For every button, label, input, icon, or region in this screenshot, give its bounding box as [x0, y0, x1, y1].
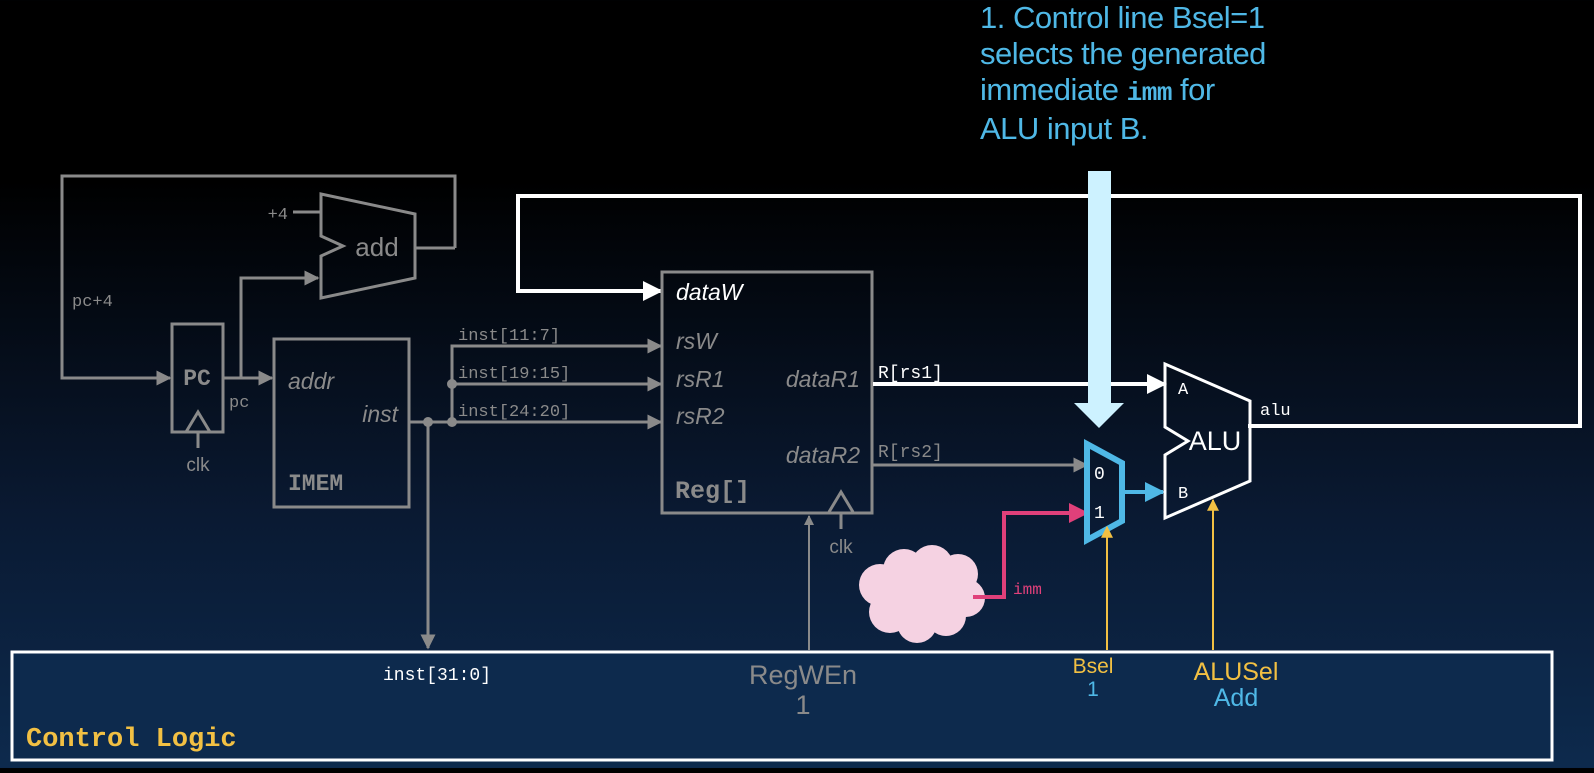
control-logic-title: Control Logic — [26, 725, 237, 755]
control-inst-label: inst[31:0] — [383, 666, 491, 686]
pc-clock-triangle — [184, 409, 212, 433]
pc-plus4-label: pc+4 — [72, 293, 113, 312]
inst-junction-dot — [423, 417, 433, 427]
inst-rs2-label: inst[24:20] — [458, 403, 570, 422]
imem-addr-label: addr — [288, 368, 335, 394]
mux-in1-label: 1 — [1094, 504, 1105, 524]
regwen-label: RegWEn — [749, 660, 857, 690]
inst-rd-label: inst[11:7] — [458, 327, 560, 346]
regfile-rsR2-label: rsR2 — [676, 403, 725, 429]
callout-text: 1. Control line Bsel=1 selects the gener… — [980, 0, 1340, 147]
r-rs1-label: R[rs1] — [878, 364, 943, 384]
pc-clk-label: clk — [186, 455, 210, 476]
inst-rs1-dot — [447, 379, 457, 389]
regfile-rsW-label: rsW — [676, 328, 719, 354]
regfile-rsR1-label: rsR1 — [676, 366, 725, 392]
regfile-dataW-label: dataW — [676, 279, 745, 305]
regwen-value: 1 — [795, 690, 810, 720]
highlight-arrow-icon — [1074, 171, 1124, 428]
callout-line-3-prefix: immediate — [980, 72, 1127, 107]
callout-line-2: selects the generated — [980, 36, 1266, 71]
bsel-label: Bsel — [1073, 655, 1114, 678]
mux-in0-label: 0 — [1094, 465, 1105, 485]
callout-line-4: ALU input B. — [980, 111, 1149, 146]
pc-to-adder-wire — [239, 270, 320, 378]
imm-label: imm — [1013, 581, 1042, 599]
alusel-value: Add — [1214, 684, 1258, 712]
bsel-value: 1 — [1087, 678, 1099, 701]
register-file — [660, 270, 874, 515]
alusel-label: ALUSel — [1194, 658, 1279, 686]
imm-gen-cloud — [859, 545, 985, 643]
r-rs2-label: R[rs2] — [878, 443, 943, 463]
callout-imm-code: imm — [1126, 78, 1173, 108]
imem-inst-label: inst — [362, 401, 399, 427]
pc-label: PC — [183, 366, 211, 392]
inst-rd-wire — [450, 338, 663, 422]
imem-name: IMEM — [288, 471, 343, 497]
alu-label: ALU — [1189, 426, 1242, 456]
pc-plus4-wire — [60, 174, 457, 386]
alu-out-label: alu — [1260, 402, 1291, 421]
regfile-name: Reg[] — [675, 477, 750, 506]
writeback-wire — [516, 194, 1582, 428]
pc-out-label: pc — [229, 394, 249, 413]
imm-wire — [973, 503, 1089, 599]
alu-inA-label: A — [1178, 381, 1189, 400]
callout-line-1: 1. Control line Bsel=1 — [980, 0, 1265, 35]
callout-line-3: immediate imm for — [980, 72, 1340, 111]
inst-rs2-dot — [447, 417, 457, 427]
callout-line-3-suffix: for — [1171, 72, 1215, 107]
regfile-clock-triangle — [827, 489, 855, 513]
control-logic-box — [10, 650, 1554, 762]
inst-rs1-label: inst[19:15] — [458, 365, 570, 384]
regfile-clk-label: clk — [829, 537, 853, 558]
regfile-dataR1-label: dataR1 — [786, 366, 860, 392]
alu — [1163, 361, 1252, 521]
alu-inB-label: B — [1178, 485, 1188, 504]
plus4-label: +4 — [268, 206, 288, 225]
bsel-mux — [1084, 438, 1125, 546]
pc-adder — [319, 192, 417, 300]
regfile-dataR2-label: dataR2 — [786, 442, 860, 468]
adder-label: add — [355, 232, 398, 262]
